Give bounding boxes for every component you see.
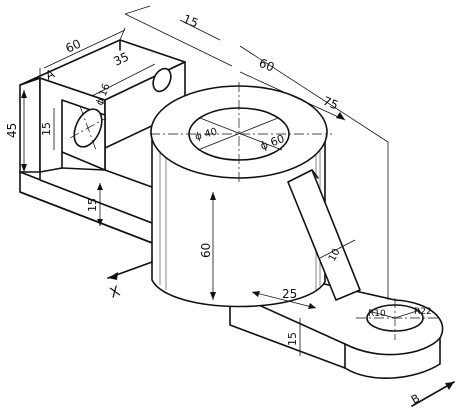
bracket-left-face [19, 77, 41, 173]
back-hole [152, 67, 172, 93]
label-view-B: B [409, 392, 422, 407]
label-60-right: 60 [257, 56, 276, 75]
inclined-rib [287, 169, 361, 301]
label-25: 25 [282, 287, 297, 301]
label-R10: R10 [368, 309, 386, 319]
label-75: 75 [321, 94, 340, 113]
label-35: 35 [111, 50, 131, 69]
dimensions [21, 5, 455, 407]
label-10: 10 [327, 247, 343, 263]
left-bracket [19, 39, 186, 227]
label-15-mid: 15 [86, 198, 99, 212]
label-60-top: 60 [63, 37, 83, 56]
label-view-X: X [108, 283, 123, 301]
cylinder-body [151, 131, 326, 308]
label-15-bottom: 15 [286, 332, 299, 346]
label-60-height: 60 [199, 243, 213, 258]
label-15-top: 15 [181, 12, 200, 31]
label-15-left: 15 [40, 122, 53, 136]
label-45: 45 [5, 123, 19, 138]
label-R22: R22 [414, 307, 432, 317]
cylinder-boss [150, 82, 361, 308]
